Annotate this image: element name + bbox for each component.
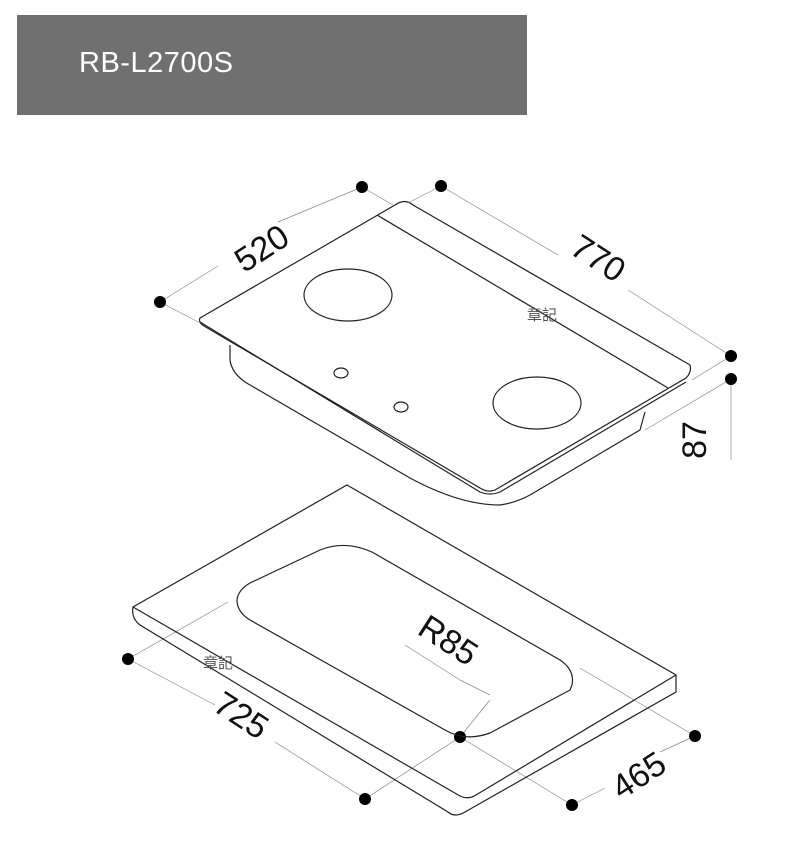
dim-465: 465	[605, 744, 673, 807]
dim-520: 520	[228, 217, 296, 280]
dim-r85: R85	[411, 608, 484, 674]
model-title: RB-L2700S	[79, 47, 234, 79]
model-banner: RB-L2700S	[17, 15, 527, 115]
dim-725: 725	[207, 684, 275, 747]
dimension-points	[122, 180, 737, 811]
watermark: 章記	[527, 306, 557, 324]
countertop-drawing	[132, 484, 677, 816]
watermark: 章記	[203, 654, 233, 672]
dim-770: 770	[564, 227, 632, 290]
cooktop-drawing	[198, 200, 692, 506]
dim-87: 87	[676, 421, 714, 459]
